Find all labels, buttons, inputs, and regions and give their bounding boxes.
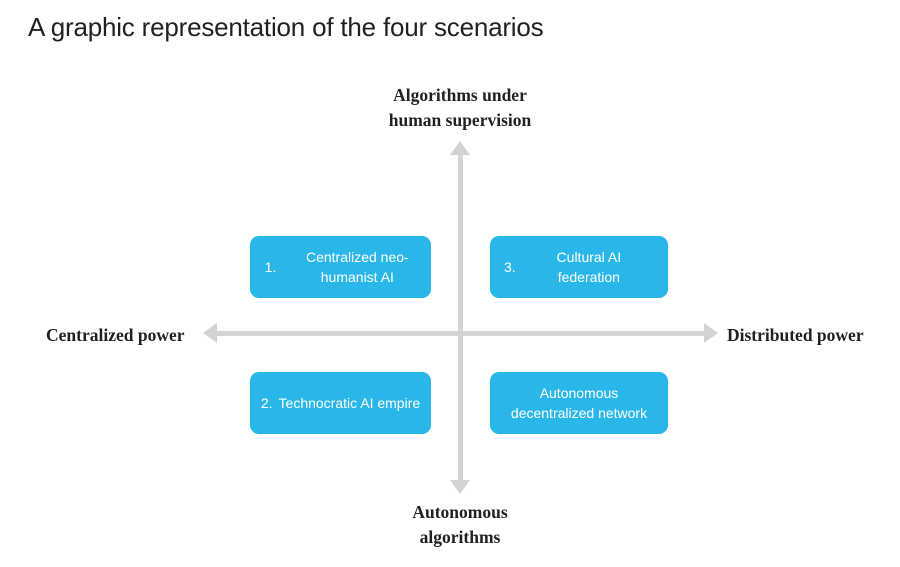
arrow-down-icon <box>450 480 470 494</box>
box-label: Autonomous decentralized network <box>510 384 648 421</box>
axis-label-bottom: Autonomous algorithms <box>370 500 550 550</box>
box-inner: Autonomous decentralized network <box>502 383 656 424</box>
box-number: 2. <box>260 394 273 411</box>
axis-label-bottom-line1: Autonomous <box>412 502 508 522</box>
axis-label-top: Algorithms under human supervision <box>360 83 560 133</box>
axis-label-top-line1: Algorithms under <box>393 85 527 105</box>
axis-label-bottom-line2: algorithms <box>419 526 501 547</box>
arrow-up-icon <box>450 141 470 155</box>
axis-label-right: Distributed power <box>727 325 864 345</box>
scenario-box-cultural-ai-federation[interactable]: 3. Cultural AI federation <box>490 236 668 298</box>
box-label: Centralized neo-humanist AI <box>305 248 409 285</box>
axis-label-left: Centralized power <box>46 325 185 345</box>
box-number: 3. <box>504 258 516 275</box>
box-inner: 2. Technocratic AI empire <box>260 393 421 413</box>
box-inner: 1. Centralized neo-humanist AI <box>264 247 417 288</box>
arrow-left-icon <box>203 323 217 343</box>
vertical-axis-line <box>458 152 463 482</box>
scenario-box-technocratic-ai-empire[interactable]: 2. Technocratic AI empire <box>250 372 431 434</box>
scenario-box-autonomous-decentralized-network[interactable]: Autonomous decentralized network <box>490 372 668 434</box>
arrow-right-icon <box>704 323 718 343</box>
page-title: A graphic representation of the four sce… <box>28 12 544 42</box>
scenario-box-centralized-neo-humanist-ai[interactable]: 1. Centralized neo-humanist AI <box>250 236 431 298</box>
box-inner: 3. Cultural AI federation <box>504 247 654 288</box>
box-number: 1. <box>264 258 277 275</box>
axis-label-top-line2: human supervision <box>388 109 532 130</box>
box-label: Technocratic AI empire <box>278 394 421 411</box>
box-label: Cultural AI federation <box>556 248 622 285</box>
